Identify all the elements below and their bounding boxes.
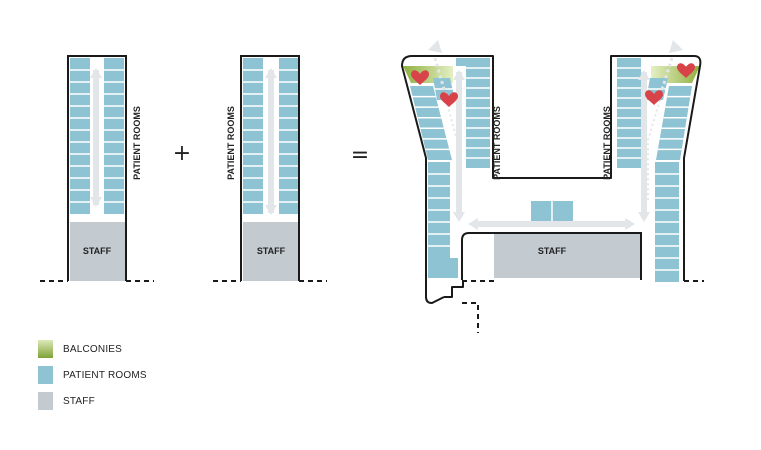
combined-right-rooms-label: PATIENT ROOMS bbox=[602, 106, 612, 180]
heart-icon bbox=[677, 63, 695, 78]
left-block-room-column-west bbox=[70, 58, 90, 214]
patient-rooms-swatch bbox=[38, 366, 53, 384]
equals-operator: = bbox=[351, 143, 369, 168]
balconies-swatch bbox=[38, 340, 53, 358]
middle-block-room-column-west bbox=[243, 58, 263, 214]
plus-operator: + bbox=[173, 141, 191, 166]
patient-room-stack bbox=[104, 58, 124, 214]
patient-room-stack bbox=[243, 58, 263, 214]
middle-block-room-column-east bbox=[279, 58, 299, 214]
patient-room-stack bbox=[410, 86, 452, 160]
left-rooms-label: PATIENT ROOMS bbox=[132, 106, 142, 180]
left-block-room-column-east bbox=[104, 58, 124, 214]
combined-plan: STAFF PATIENT ROOMS PATIENT ROOMS bbox=[401, 40, 704, 333]
heart-icon bbox=[411, 70, 429, 85]
left-staff-label: STAFF bbox=[83, 246, 112, 256]
legend-label: PATIENT ROOMS bbox=[63, 369, 147, 381]
patient-room-stack bbox=[279, 58, 299, 214]
legend: BALCONIES PATIENT ROOMS STAFF bbox=[38, 340, 147, 418]
circulation-arrows bbox=[428, 40, 683, 230]
staff-swatch bbox=[38, 392, 53, 410]
patient-room-stack bbox=[617, 58, 641, 168]
combined-staff-area bbox=[494, 233, 641, 278]
combined-staff-label: STAFF bbox=[538, 246, 567, 256]
patient-room-stack bbox=[428, 258, 458, 278]
middle-staff-label: STAFF bbox=[257, 246, 286, 256]
middle-block: STAFF PATIENT ROOMS bbox=[213, 55, 327, 282]
patient-room-stack bbox=[456, 58, 490, 66]
patient-room-stack bbox=[656, 86, 692, 160]
legend-item-patient-rooms: PATIENT ROOMS bbox=[38, 366, 147, 384]
legend-item-staff: STAFF bbox=[38, 392, 147, 410]
legend-label: STAFF bbox=[63, 395, 95, 407]
heart-icon bbox=[440, 92, 458, 107]
legend-item-balconies: BALCONIES bbox=[38, 340, 147, 358]
left-block: STAFF PATIENT ROOMS bbox=[40, 55, 154, 282]
patient-room-stack bbox=[466, 58, 490, 168]
heart-icon bbox=[645, 90, 663, 105]
legend-label: BALCONIES bbox=[63, 343, 123, 355]
combined-left-rooms-label: PATIENT ROOMS bbox=[492, 106, 502, 180]
patient-room-stack bbox=[70, 58, 90, 214]
middle-rooms-label: PATIENT ROOMS bbox=[226, 106, 236, 180]
